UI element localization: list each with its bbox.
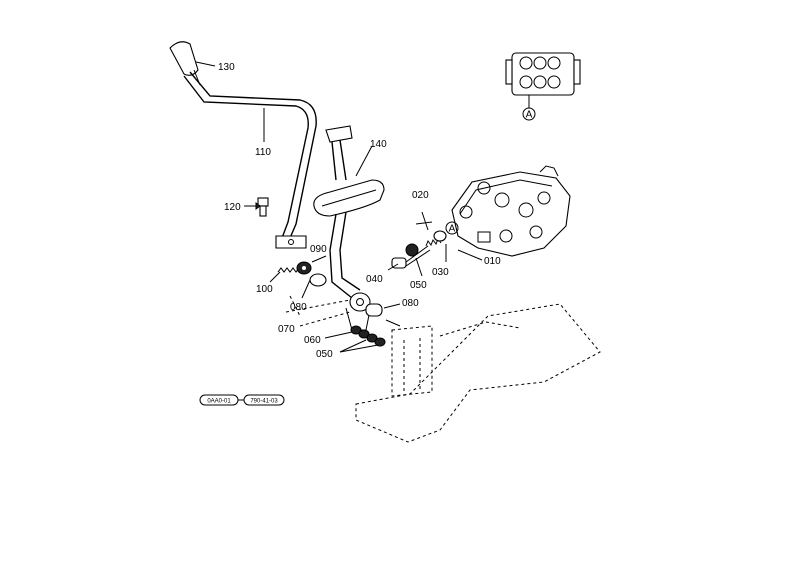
callout-140: 140 — [370, 139, 387, 150]
badge-right: 790-41-03 — [250, 399, 278, 405]
floor-structure — [355, 303, 601, 443]
badge-left: 0AA0-01 — [207, 399, 231, 405]
callout-050a: 050 — [410, 280, 427, 291]
bushing-080a — [301, 273, 327, 299]
callout-070: 070 — [278, 324, 295, 335]
bolt-120 — [244, 197, 269, 217]
ref-circle-a: A — [526, 110, 533, 121]
callout-090: 090 — [310, 244, 327, 255]
callout-100: 100 — [256, 284, 273, 295]
control-valve: A — [445, 165, 571, 261]
washers-060-050 — [324, 325, 386, 353]
valve-block-inset: A — [505, 52, 581, 121]
callout-020: 020 — [412, 190, 429, 201]
callout-130: 130 — [218, 62, 235, 73]
linkage-rod — [387, 211, 447, 277]
callout-040: 040 — [366, 274, 383, 285]
callout-080a: 080 — [290, 302, 307, 313]
callout-030: 030 — [432, 267, 449, 278]
callout-080b: 080 — [402, 298, 419, 309]
callout-120: 120 — [224, 202, 241, 213]
spring-100 — [269, 267, 300, 283]
reference-badges: 0AA0-01 790-41-03 — [199, 394, 285, 406]
pedal-assembly — [313, 125, 385, 331]
control-lever — [169, 41, 317, 249]
callout-060: 060 — [304, 335, 321, 346]
callout-010: 010 — [484, 256, 501, 267]
ref-circle-a-valve: A — [449, 224, 456, 235]
knob-part — [169, 41, 199, 76]
callout-110: 110 — [255, 147, 271, 158]
callout-050b: 050 — [316, 349, 333, 360]
nut-090 — [296, 255, 327, 275]
bushing-080b — [365, 303, 401, 317]
